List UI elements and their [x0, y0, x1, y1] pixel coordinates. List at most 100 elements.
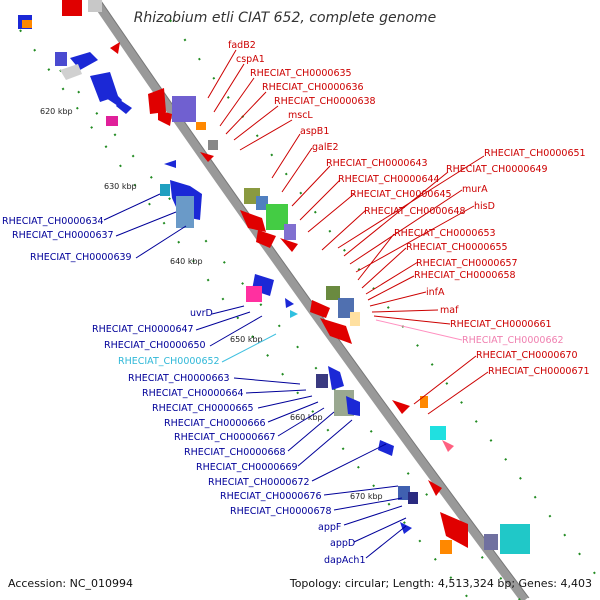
gene-label-dapach1[interactable]: dapAch1: [324, 525, 407, 566]
genome-title: Rhizobium etli CIAT 652, complete genome: [134, 10, 437, 26]
gene-label-rheciat-ch0000663[interactable]: RHECIAT_CH0000663: [128, 373, 301, 385]
svg-text:appD: appD: [330, 538, 355, 549]
svg-text:RHECIAT_CH0000639: RHECIAT_CH0000639: [30, 252, 132, 263]
gene-label-rheciat-ch0000655[interactable]: RHECIAT_CH0000655: [361, 242, 508, 289]
svg-text:RHECIAT_CH0000671: RHECIAT_CH0000671: [488, 366, 590, 377]
gene-label-rheciat-ch0000652[interactable]: RHECIAT_CH0000652: [118, 333, 277, 367]
gene-label-hisd[interactable]: hisD: [355, 201, 495, 273]
reverse-strand-genes: [18, 15, 418, 534]
topology-text: Topology: circular; Length: 4,513,324 bp…: [289, 577, 592, 590]
gene-label-rheciat-ch0000645[interactable]: RHECIAT_CH0000645: [307, 189, 452, 233]
kbp-scale: 620 kbp 630 kbp 640 kbp 650 kbp 660 kbp …: [40, 107, 383, 501]
gene-label-rheciat-ch0000647[interactable]: RHECIAT_CH0000647: [92, 311, 251, 335]
svg-text:hisD: hisD: [474, 201, 495, 212]
svg-text:appF: appF: [318, 522, 341, 533]
gene-label-rheciat-ch0000661[interactable]: RHECIAT_CH0000661: [373, 315, 552, 330]
kbp-label: 630 kbp: [104, 182, 137, 191]
svg-text:RHECIAT_CH0000676: RHECIAT_CH0000676: [220, 491, 322, 502]
gene-label-rheciat-ch0000644[interactable]: RHECIAT_CH0000644: [299, 174, 440, 221]
svg-text:uvrD: uvrD: [190, 308, 213, 319]
svg-text:murA: murA: [462, 184, 488, 195]
gene-label-rheciat-ch0000643[interactable]: RHECIAT_CH0000643: [291, 158, 428, 207]
svg-text:RHECIAT_CH0000635: RHECIAT_CH0000635: [250, 68, 352, 79]
kbp-label: 660 kbp: [290, 413, 323, 422]
svg-text:RHECIAT_CH0000650: RHECIAT_CH0000650: [104, 340, 206, 351]
svg-text:RHECIAT_CH0000662: RHECIAT_CH0000662: [462, 335, 564, 346]
svg-text:RHECIAT_CH0000658: RHECIAT_CH0000658: [414, 270, 516, 281]
gene-label-rheciat-ch0000668[interactable]: RHECIAT_CH0000668: [184, 411, 335, 458]
gene-label-cspa1[interactable]: cspA1: [213, 54, 265, 113]
gene-label-rheciat-ch0000672[interactable]: RHECIAT_CH0000672: [208, 443, 387, 488]
gene-label-rheciat-ch0000664[interactable]: RHECIAT_CH0000664: [142, 388, 307, 399]
svg-text:RHECIAT_CH0000644: RHECIAT_CH0000644: [338, 174, 440, 185]
svg-text:RHECIAT_CH0000645: RHECIAT_CH0000645: [350, 189, 452, 200]
gene-label-rheciat-ch0000636[interactable]: RHECIAT_CH0000636: [225, 82, 364, 135]
svg-text:infA: infA: [426, 287, 445, 298]
svg-text:RHECIAT_CH0000664: RHECIAT_CH0000664: [142, 388, 244, 399]
svg-text:RHECIAT_CH0000636: RHECIAT_CH0000636: [262, 82, 364, 93]
reverse-gene-labels: RHECIAT_CH0000634 RHECIAT_CH0000637 RHEC…: [2, 193, 407, 566]
gene-label-appf[interactable]: appF: [318, 505, 403, 533]
svg-text:RHECIAT_CH0000665: RHECIAT_CH0000665: [152, 403, 254, 414]
svg-text:RHECIAT_CH0000648: RHECIAT_CH0000648: [364, 206, 466, 217]
svg-text:RHECIAT_CH0000649: RHECIAT_CH0000649: [446, 164, 548, 175]
gene-label-rheciat-ch0000662[interactable]: RHECIAT_CH0000662: [375, 319, 564, 346]
forward-gene-labels: fadB2 cspA1 RHECIAT_CH0000635 RHECIAT_CH…: [207, 40, 590, 415]
svg-text:RHECIAT_CH0000667: RHECIAT_CH0000667: [174, 432, 276, 443]
gene-label-fadb2[interactable]: fadB2: [207, 40, 256, 99]
svg-text:RHECIAT_CH0000655: RHECIAT_CH0000655: [406, 242, 508, 253]
gene-label-rheciat-ch0000666[interactable]: RHECIAT_CH0000666: [164, 401, 319, 429]
gene-label-rheciat-ch0000669[interactable]: RHECIAT_CH0000669: [196, 419, 353, 473]
svg-text:RHECIAT_CH0000651: RHECIAT_CH0000651: [484, 148, 586, 159]
gene-label-uvrd[interactable]: uvrD: [190, 305, 245, 319]
kbp-label: 640 kbp: [170, 257, 203, 266]
svg-text:RHECIAT_CH0000637: RHECIAT_CH0000637: [12, 230, 114, 241]
gene-label-rheciat-ch0000648[interactable]: RHECIAT_CH0000648: [321, 206, 466, 251]
kbp-label: 650 kbp: [230, 335, 263, 344]
genome-backbone: [91, 0, 530, 600]
gene-label-maf[interactable]: maf: [371, 305, 459, 316]
svg-text:fadB2: fadB2: [228, 40, 256, 51]
gene-label-rheciat-ch0000653[interactable]: RHECIAT_CH0000653: [357, 228, 496, 281]
svg-text:RHECIAT_CH0000634: RHECIAT_CH0000634: [2, 216, 104, 227]
svg-text:dapAch1: dapAch1: [324, 555, 366, 566]
gene-label-rheciat-ch0000634[interactable]: RHECIAT_CH0000634: [2, 193, 161, 227]
svg-text:RHECIAT_CH0000678: RHECIAT_CH0000678: [230, 506, 332, 517]
svg-text:RHECIAT_CH0000647: RHECIAT_CH0000647: [92, 324, 194, 335]
gene-label-aspb1[interactable]: aspB1: [271, 126, 329, 179]
svg-text:mscL: mscL: [288, 110, 313, 121]
gene-label-rheciat-ch0000650[interactable]: RHECIAT_CH0000650: [104, 315, 263, 351]
forward-strand-genes: [62, 0, 530, 554]
gene-label-rheciat-ch0000657[interactable]: RHECIAT_CH0000657: [365, 258, 518, 295]
svg-text:RHECIAT_CH0000672: RHECIAT_CH0000672: [208, 477, 310, 488]
gene-label-rheciat-ch0000649[interactable]: RHECIAT_CH0000649: [343, 164, 548, 257]
svg-text:galE2: galE2: [312, 142, 339, 153]
gene-label-mura[interactable]: murA: [349, 184, 488, 265]
gene-label-rheciat-ch0000676[interactable]: RHECIAT_CH0000676: [220, 485, 399, 502]
svg-text:cspA1: cspA1: [236, 54, 265, 65]
gene-label-gale2[interactable]: galE2: [281, 142, 339, 193]
accession-text: Accession: NC_010994: [8, 577, 133, 590]
gene-label-rheciat-ch0000671[interactable]: RHECIAT_CH0000671: [427, 366, 590, 415]
gene-label-rheciat-ch0000635[interactable]: RHECIAT_CH0000635: [219, 68, 352, 127]
svg-text:RHECIAT_CH0000643: RHECIAT_CH0000643: [326, 158, 428, 169]
kbp-label: 670 kbp: [350, 492, 383, 501]
gene-label-infa[interactable]: infA: [369, 287, 445, 307]
gene-label-rheciat-ch0000658[interactable]: RHECIAT_CH0000658: [367, 270, 516, 301]
svg-text:RHECIAT_CH0000638: RHECIAT_CH0000638: [274, 96, 376, 107]
svg-text:RHECIAT_CH0000663: RHECIAT_CH0000663: [128, 373, 230, 384]
gene-label-rheciat-ch0000638[interactable]: RHECIAT_CH0000638: [233, 96, 376, 141]
svg-text:RHECIAT_CH0000652: RHECIAT_CH0000652: [118, 356, 220, 367]
gene-label-rheciat-ch0000670[interactable]: RHECIAT_CH0000670: [413, 350, 578, 405]
gene-label-mscl[interactable]: mscL: [239, 110, 313, 151]
svg-text:maf: maf: [440, 305, 459, 316]
kbp-label: 620 kbp: [40, 107, 73, 116]
gene-label-appd[interactable]: appD: [330, 517, 407, 549]
gene-label-rheciat-ch0000665[interactable]: RHECIAT_CH0000665: [152, 395, 313, 414]
gene-label-rheciat-ch0000667[interactable]: RHECIAT_CH0000667: [174, 407, 325, 443]
svg-text:RHECIAT_CH0000669: RHECIAT_CH0000669: [196, 462, 298, 473]
gene-label-rheciat-ch0000678[interactable]: RHECIAT_CH0000678: [230, 497, 403, 517]
gene-label-rheciat-ch0000639[interactable]: RHECIAT_CH0000639: [30, 225, 187, 263]
gene-label-rheciat-ch0000637[interactable]: RHECIAT_CH0000637: [12, 211, 177, 241]
